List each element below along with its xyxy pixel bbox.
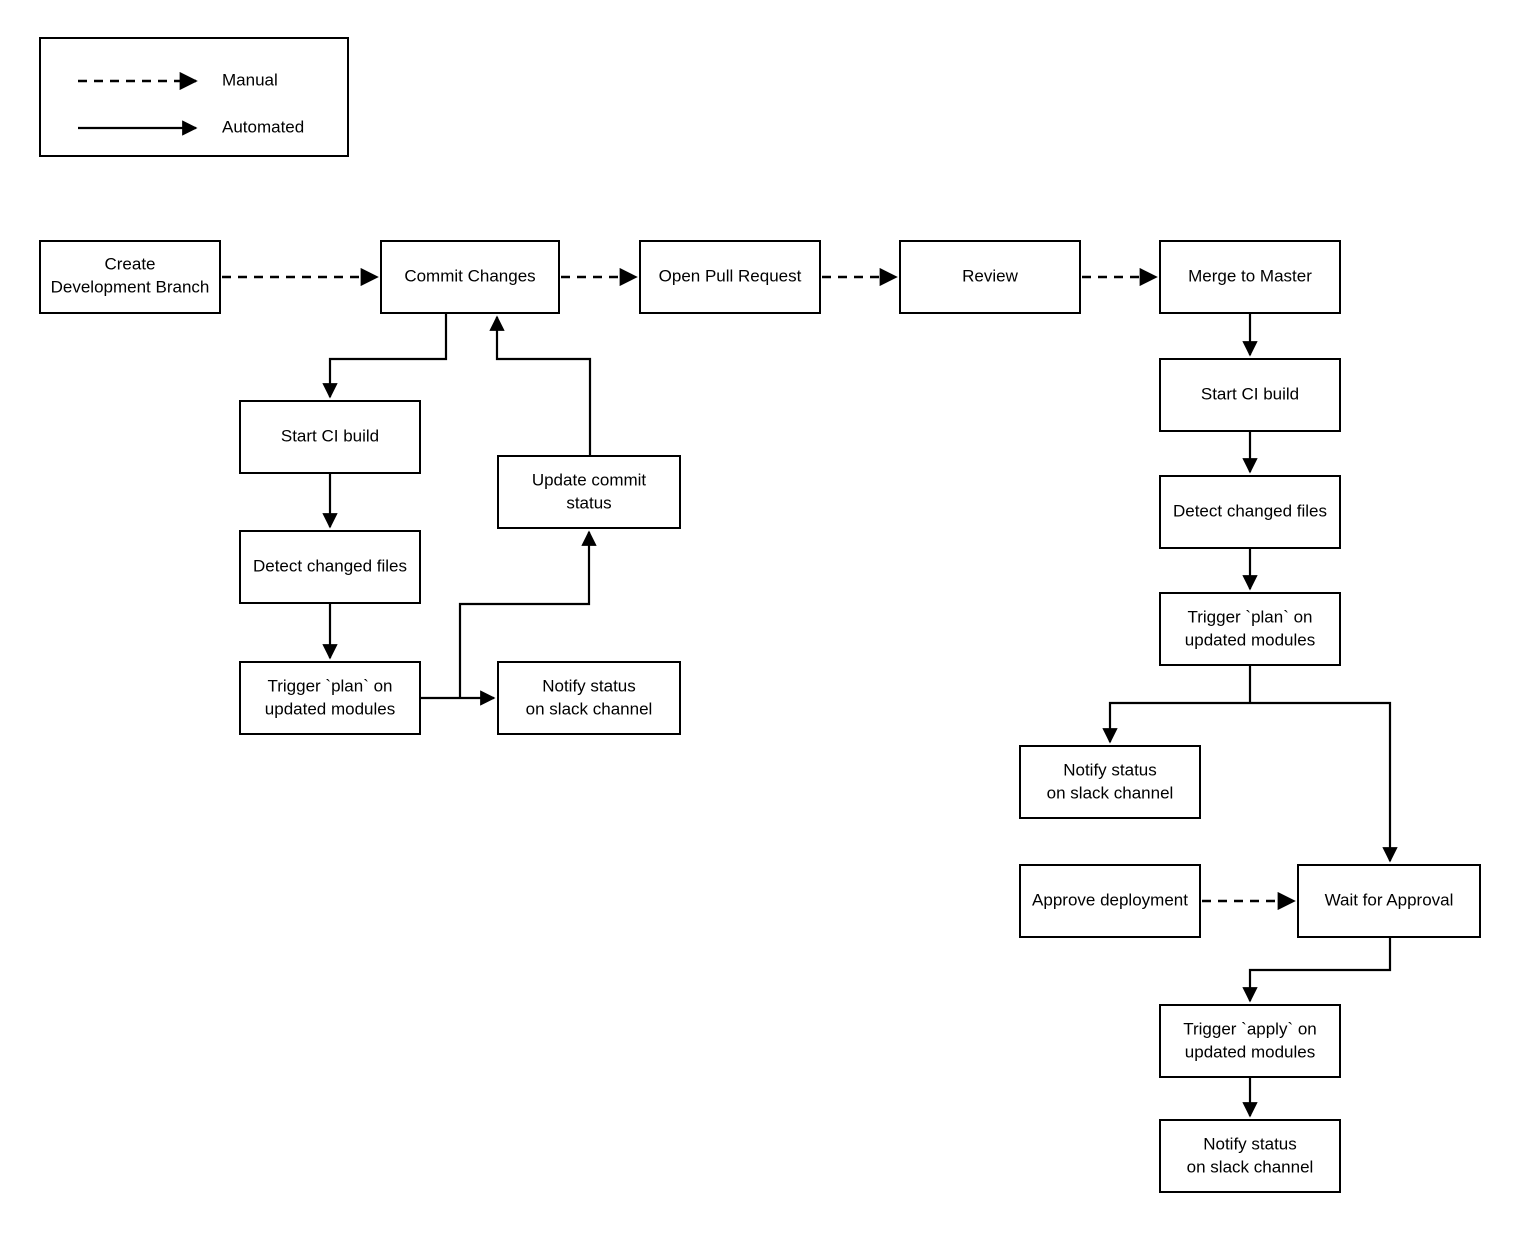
node-label-line1: Start CI build: [1201, 384, 1299, 403]
node-right-notify-status-plan[interactable]: Notify status on slack channel: [1019, 745, 1201, 819]
legend-box: Manual Automated: [39, 37, 349, 157]
node-label-line1: Review: [962, 266, 1018, 285]
edge-left-plan-to-update-commit: [458, 530, 597, 698]
node-box[interactable]: [899, 240, 1081, 314]
node-box[interactable]: [1159, 240, 1341, 314]
edge-wait-to-apply: [1242, 937, 1392, 1003]
node-label-line1: Create: [104, 254, 155, 273]
node-label-line2: updated modules: [1185, 1042, 1315, 1061]
node-open-pull-request[interactable]: Open Pull Request: [639, 240, 821, 314]
node-update-commit-status[interactable]: Update commit status: [497, 455, 681, 529]
node-wait-for-approval[interactable]: Wait for Approval: [1297, 864, 1481, 938]
node-label-line1: Commit Changes: [404, 266, 535, 285]
node-create-development-branch[interactable]: Create Development Branch: [39, 240, 221, 314]
node-label-line1: Open Pull Request: [659, 266, 802, 285]
node-label-line2: on slack channel: [526, 699, 653, 718]
node-box[interactable]: [1159, 475, 1341, 549]
node-right-trigger-apply[interactable]: Trigger `apply` on updated modules: [1159, 1004, 1341, 1078]
node-box[interactable]: [497, 455, 681, 529]
node-review[interactable]: Review: [899, 240, 1081, 314]
node-label-line2: on slack channel: [1187, 1157, 1314, 1176]
node-label-line2: Development Branch: [51, 277, 210, 296]
edge-right-plan-to-wait: [1250, 701, 1398, 863]
node-label-line1: Trigger `plan` on: [1187, 607, 1312, 626]
node-left-start-ci-build[interactable]: Start CI build: [239, 400, 421, 474]
node-label-line1: Detect changed files: [1173, 501, 1327, 520]
edges-group: [222, 267, 1398, 1118]
node-approve-deployment[interactable]: Approve deployment: [1019, 864, 1201, 938]
node-label-line1: Notify status: [542, 676, 636, 695]
node-label-line1: Approve deployment: [1032, 890, 1188, 909]
node-label-line1: Trigger `plan` on: [267, 676, 392, 695]
node-box[interactable]: [1019, 745, 1201, 819]
node-box[interactable]: [1159, 358, 1341, 432]
node-label-line2: updated modules: [265, 699, 395, 718]
node-box[interactable]: [1159, 1119, 1341, 1193]
node-label-line2: status: [566, 493, 611, 512]
node-box[interactable]: [497, 661, 681, 735]
legend-automated-label: Automated: [222, 117, 304, 136]
node-box[interactable]: [639, 240, 821, 314]
edge-right-plan-to-notify: [1102, 701, 1250, 744]
legend-border: [39, 37, 349, 157]
node-label-line2: updated modules: [1185, 630, 1315, 649]
node-left-trigger-plan[interactable]: Trigger `plan` on updated modules: [239, 661, 421, 735]
node-commit-changes[interactable]: Commit Changes: [380, 240, 560, 314]
node-right-trigger-plan[interactable]: Trigger `plan` on updated modules: [1159, 592, 1341, 666]
node-box[interactable]: [39, 240, 221, 314]
node-right-notify-status-apply[interactable]: Notify status on slack channel: [1159, 1119, 1341, 1193]
node-box[interactable]: [1159, 592, 1341, 666]
node-box[interactable]: [239, 400, 421, 474]
node-label-line1: Notify status: [1063, 760, 1157, 779]
node-box[interactable]: [239, 530, 421, 604]
node-right-start-ci-build[interactable]: Start CI build: [1159, 358, 1341, 432]
node-box[interactable]: [1297, 864, 1481, 938]
edge-commit-to-left-ci: [322, 313, 448, 399]
node-label-line1: Trigger `apply` on: [1183, 1019, 1317, 1038]
node-label-line1: Start CI build: [281, 426, 379, 445]
legend-manual-label: Manual: [222, 70, 278, 89]
node-label-line1: Merge to Master: [1188, 266, 1312, 285]
node-left-detect-changed-files[interactable]: Detect changed files: [239, 530, 421, 604]
node-label-line2: on slack channel: [1047, 783, 1174, 802]
node-box[interactable]: [380, 240, 560, 314]
node-box[interactable]: [1159, 1004, 1341, 1078]
node-right-detect-changed-files[interactable]: Detect changed files: [1159, 475, 1341, 549]
node-box[interactable]: [239, 661, 421, 735]
node-label-line1: Detect changed files: [253, 556, 407, 575]
node-label-line1: Notify status: [1203, 1134, 1297, 1153]
node-merge-to-master[interactable]: Merge to Master: [1159, 240, 1341, 314]
node-label-line1: Wait for Approval: [1325, 890, 1454, 909]
edge-update-commit-to-commit: [489, 315, 592, 456]
node-label-line1: Update commit: [532, 470, 647, 489]
node-left-notify-status[interactable]: Notify status on slack channel: [497, 661, 681, 735]
node-box[interactable]: [1019, 864, 1201, 938]
